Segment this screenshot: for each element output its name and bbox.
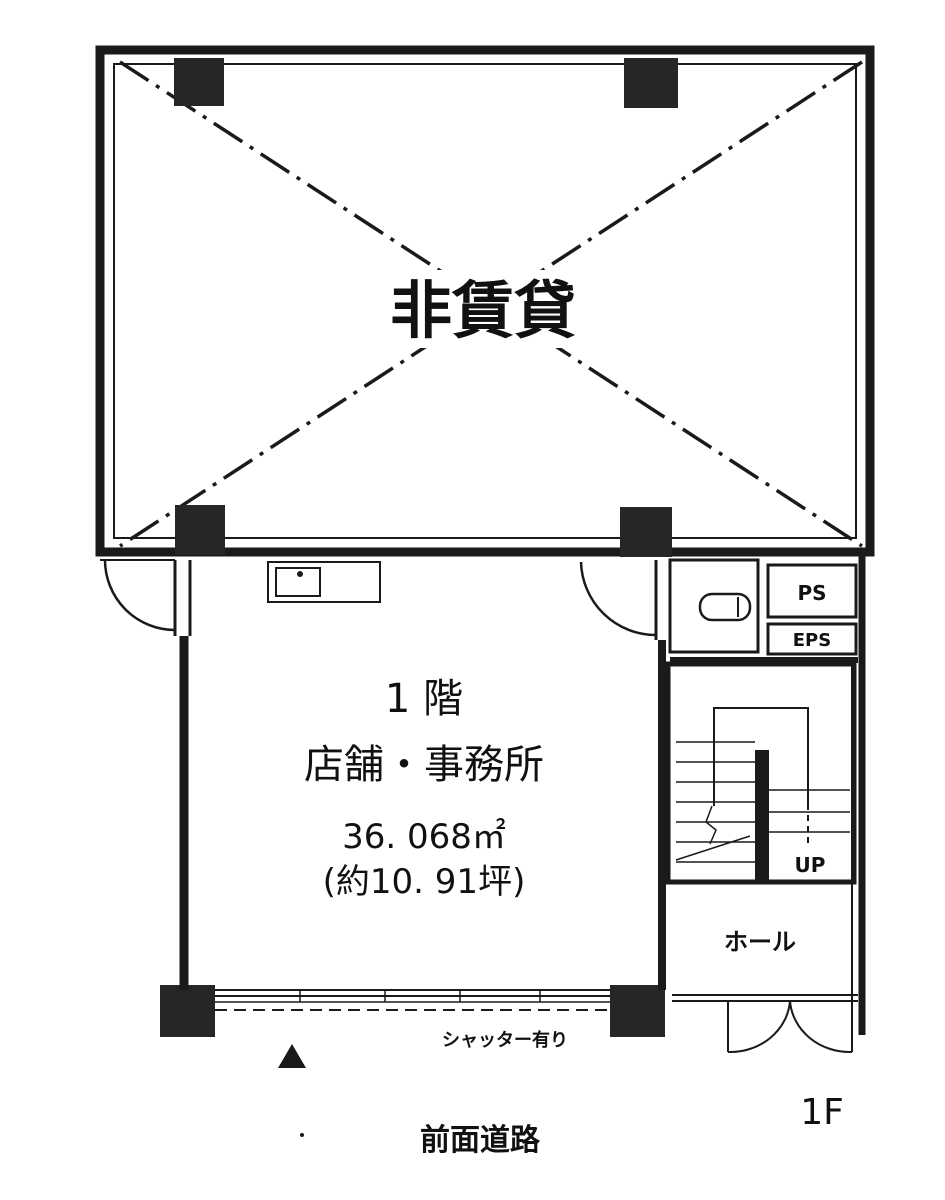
hall-entrance-doors [672, 994, 858, 1054]
toilet-icon [698, 592, 752, 622]
eps-label: EPS [793, 630, 831, 651]
door-swing-arc [789, 1000, 853, 1054]
stair-break-line [675, 835, 751, 861]
cross-line-a [119, 60, 863, 548]
outer-wall-upper [95, 45, 875, 557]
left-door [100, 559, 176, 632]
stair-center-wall [755, 750, 769, 882]
not-for-rent-label: 非賃貸 [390, 274, 576, 347]
faucet [297, 571, 303, 577]
speck [300, 1133, 304, 1137]
cross-line-b [119, 60, 863, 548]
door-swing-arc [579, 561, 657, 637]
road-label: 前面道路 [420, 1123, 541, 1158]
stair-break-symbol [705, 805, 717, 845]
inner-wall-upper [113, 63, 857, 539]
door-swing-arc [727, 1000, 791, 1054]
ps-label: PS [797, 581, 826, 605]
floor-tag: 1F [800, 1092, 844, 1133]
use-label: 店舗・事務所 [304, 742, 544, 788]
structural-columns [160, 58, 678, 1037]
eps-shaft [766, 622, 858, 656]
stair-outline [713, 707, 809, 806]
area-tsubo-label: (約10. 91坪) [323, 862, 526, 902]
column [620, 507, 672, 557]
counter [267, 561, 381, 603]
label-backdrop [360, 270, 605, 348]
right-door [579, 561, 657, 637]
entrance-marker-icon [278, 1044, 306, 1068]
column [174, 58, 224, 106]
floor-name-label: 1 階 [385, 676, 463, 722]
column [160, 985, 215, 1037]
column [624, 58, 678, 108]
area-sqm-label: 36. 068㎡ [342, 817, 506, 857]
door-swing-arc [103, 559, 176, 632]
sink-basin [275, 567, 321, 597]
ps-shaft [766, 563, 858, 619]
kitchen-sink [267, 561, 381, 603]
staircase [665, 661, 857, 885]
column [175, 505, 225, 555]
column [610, 985, 665, 1037]
stair-up-label: UP [795, 853, 826, 877]
shutter-label: シャッター有り [442, 1029, 568, 1051]
toilet-room [668, 558, 760, 654]
hall-label: ホール [724, 928, 796, 956]
non-rentable-area [95, 45, 875, 557]
